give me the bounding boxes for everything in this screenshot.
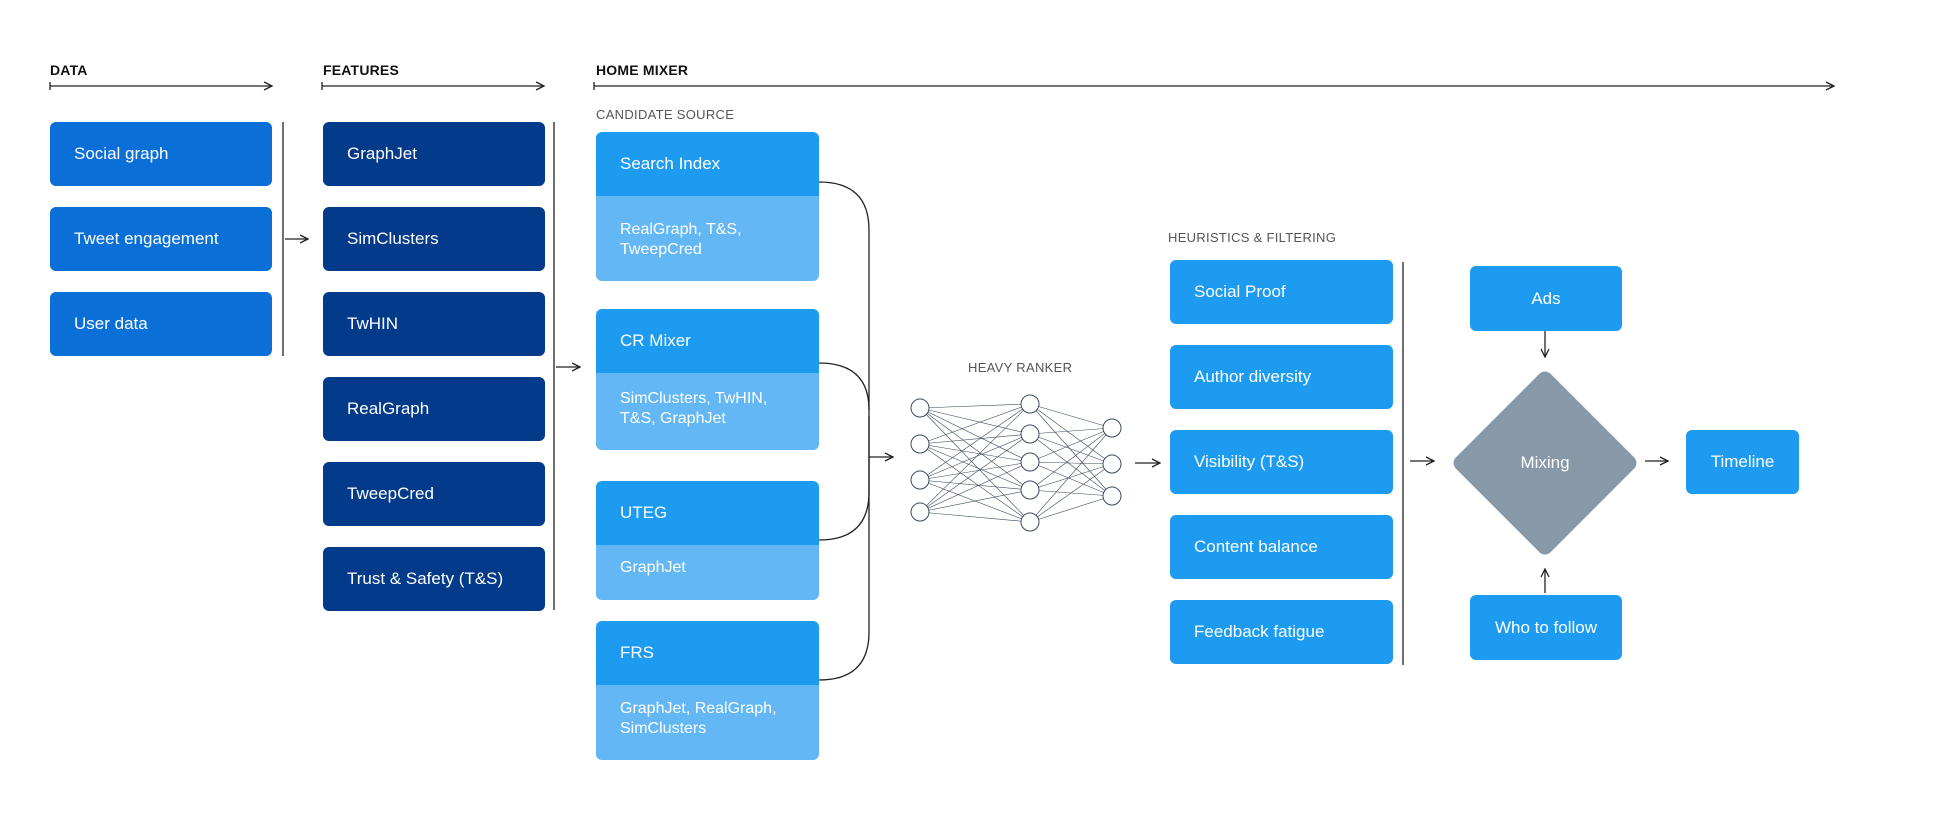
mixing-diamond: Mixing — [1450, 368, 1640, 558]
heavy-ranker-heading: HEAVY RANKER — [968, 360, 1073, 375]
candidate-name: UTEG — [596, 481, 819, 545]
feature-item-graphjet: GraphJet — [323, 122, 545, 186]
candidate-name: FRS — [596, 621, 819, 685]
candidate-cr-mixer: CR Mixer SimClusters, TwHIN, T&S, GraphJ… — [596, 309, 819, 450]
feature-item-realgraph: RealGraph — [323, 377, 545, 441]
heavy-ranker-network-icon — [910, 394, 1122, 532]
candidate-features: GraphJet — [596, 545, 819, 600]
candidate-name: Search Index — [596, 132, 819, 196]
section-home-mixer-heading: HOME MIXER — [596, 62, 689, 78]
filter-feedback-fatigue: Feedback fatigue — [1170, 600, 1393, 664]
candidate-features: SimClusters, TwHIN, T&S, GraphJet — [596, 373, 819, 450]
data-item-social-graph: Social graph — [50, 122, 272, 186]
candidate-name: CR Mixer — [596, 309, 819, 373]
who-to-follow-box: Who to follow — [1470, 595, 1622, 660]
timeline-box: Timeline — [1686, 430, 1799, 494]
candidate-features: GraphJet, RealGraph, SimClusters — [596, 685, 819, 760]
data-item-tweet-engagement: Tweet engagement — [50, 207, 272, 271]
feature-item-tweepcred: TweepCred — [323, 462, 545, 526]
feature-item-simclusters: SimClusters — [323, 207, 545, 271]
data-item-user-data: User data — [50, 292, 272, 356]
feature-item-twhin: TwHIN — [323, 292, 545, 356]
section-data-heading: DATA — [50, 62, 88, 78]
candidate-source-heading: CANDIDATE SOURCE — [596, 107, 735, 122]
candidate-features: RealGraph, T&S, TweepCred — [596, 196, 819, 281]
mixing-label: Mixing — [1520, 453, 1570, 472]
feature-item-trust-safety: Trust & Safety (T&S) — [323, 547, 545, 611]
filter-author-diversity: Author diversity — [1170, 345, 1393, 409]
ads-box: Ads — [1470, 266, 1622, 331]
filter-content-balance: Content balance — [1170, 515, 1393, 579]
filter-visibility: Visibility (T&S) — [1170, 430, 1393, 494]
section-features-heading: FEATURES — [323, 62, 400, 78]
filter-social-proof: Social Proof — [1170, 260, 1393, 324]
candidate-search-index: Search Index RealGraph, T&S, TweepCred — [596, 132, 819, 281]
candidate-frs: FRS GraphJet, RealGraph, SimClusters — [596, 621, 819, 760]
heuristics-filtering-heading: HEURISTICS & FILTERING — [1168, 230, 1337, 245]
candidate-uteg: UTEG GraphJet — [596, 481, 819, 600]
